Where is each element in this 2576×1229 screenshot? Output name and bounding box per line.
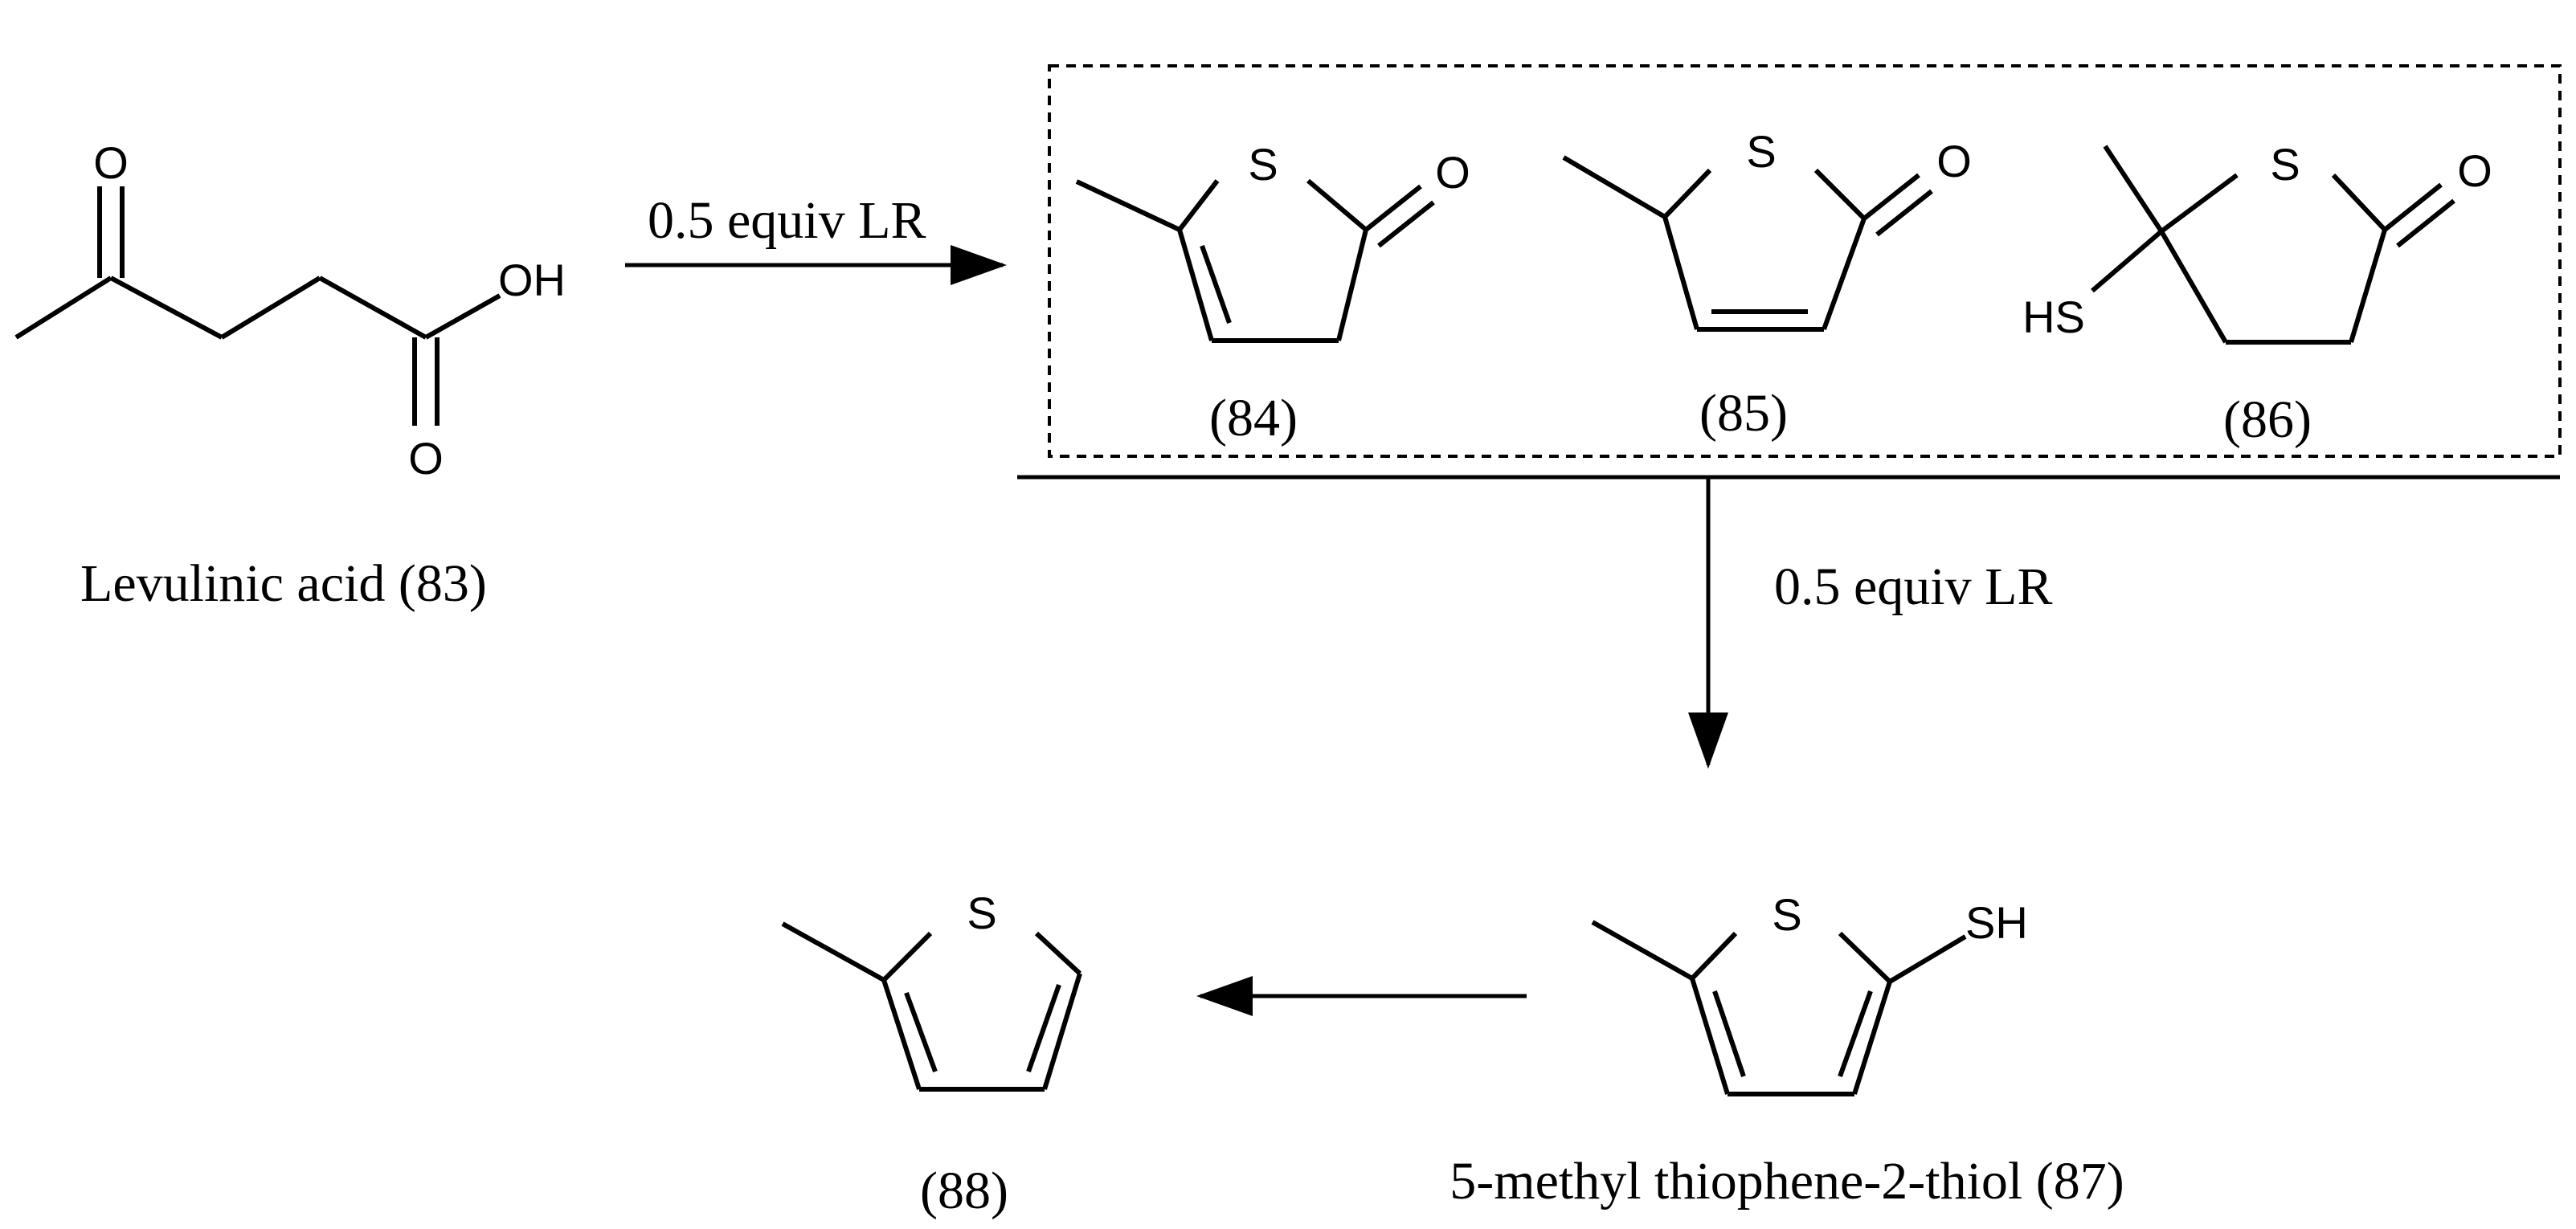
- compound-88-skeleton: [781, 921, 1082, 1092]
- compound-83-levulinic-acid: O OH O Levulinic acid (83): [14, 137, 566, 613]
- intermediate-84: S O (84): [1075, 139, 1470, 447]
- atom-o-acid: O: [408, 433, 444, 484]
- atom-o: O: [1435, 147, 1470, 198]
- step-1-arrow-group: 0.5 equiv LR: [625, 191, 1007, 285]
- compound-87: S SH 5-methyl thiophene-2-thiol (87): [1450, 889, 2124, 1211]
- atom-oh: OH: [498, 255, 566, 305]
- atom-sh: SH: [1965, 897, 2028, 948]
- step-2-arrow-group: 0.5 equiv LR: [1017, 475, 2560, 769]
- intermediate-84-skeleton: [1075, 178, 1435, 343]
- intermediate-85-skeleton: [1562, 155, 1933, 332]
- atom-o: O: [2457, 145, 2492, 196]
- atom-s: S: [2270, 139, 2300, 190]
- step-1-reagent: 0.5 equiv LR: [648, 191, 926, 250]
- compound-87-name: 5-methyl thiophene-2-thiol (87): [1450, 1152, 2124, 1211]
- atom-s: S: [967, 888, 996, 938]
- atom-s: S: [1248, 139, 1278, 190]
- atom-hs: HS: [2022, 292, 2085, 342]
- intermediate-86-skeleton: [2091, 145, 2455, 345]
- intermediates-dashed-box: [1048, 64, 2562, 458]
- atom-s: S: [1746, 126, 1776, 177]
- compound-88: S (88): [781, 888, 1082, 1220]
- atom-s: S: [1772, 889, 1801, 940]
- intermediate-85-label: (85): [1699, 384, 1788, 443]
- compound-83-name: Levulinic acid (83): [80, 554, 487, 613]
- atom-o: O: [1936, 136, 1972, 186]
- step-2-reagent: 0.5 equiv LR: [1774, 557, 2052, 616]
- compound-87-skeleton: [1591, 920, 1967, 1096]
- intermediate-86: S O HS (86): [2022, 139, 2492, 449]
- compound-88-label: (88): [920, 1162, 1008, 1220]
- atom-o-keto: O: [93, 137, 129, 188]
- intermediate-84-label: (84): [1209, 389, 1298, 447]
- compound-83-skeleton: [14, 186, 501, 426]
- intermediate-86-label: (86): [2223, 390, 2312, 449]
- intermediate-85: S O (85): [1562, 126, 1972, 443]
